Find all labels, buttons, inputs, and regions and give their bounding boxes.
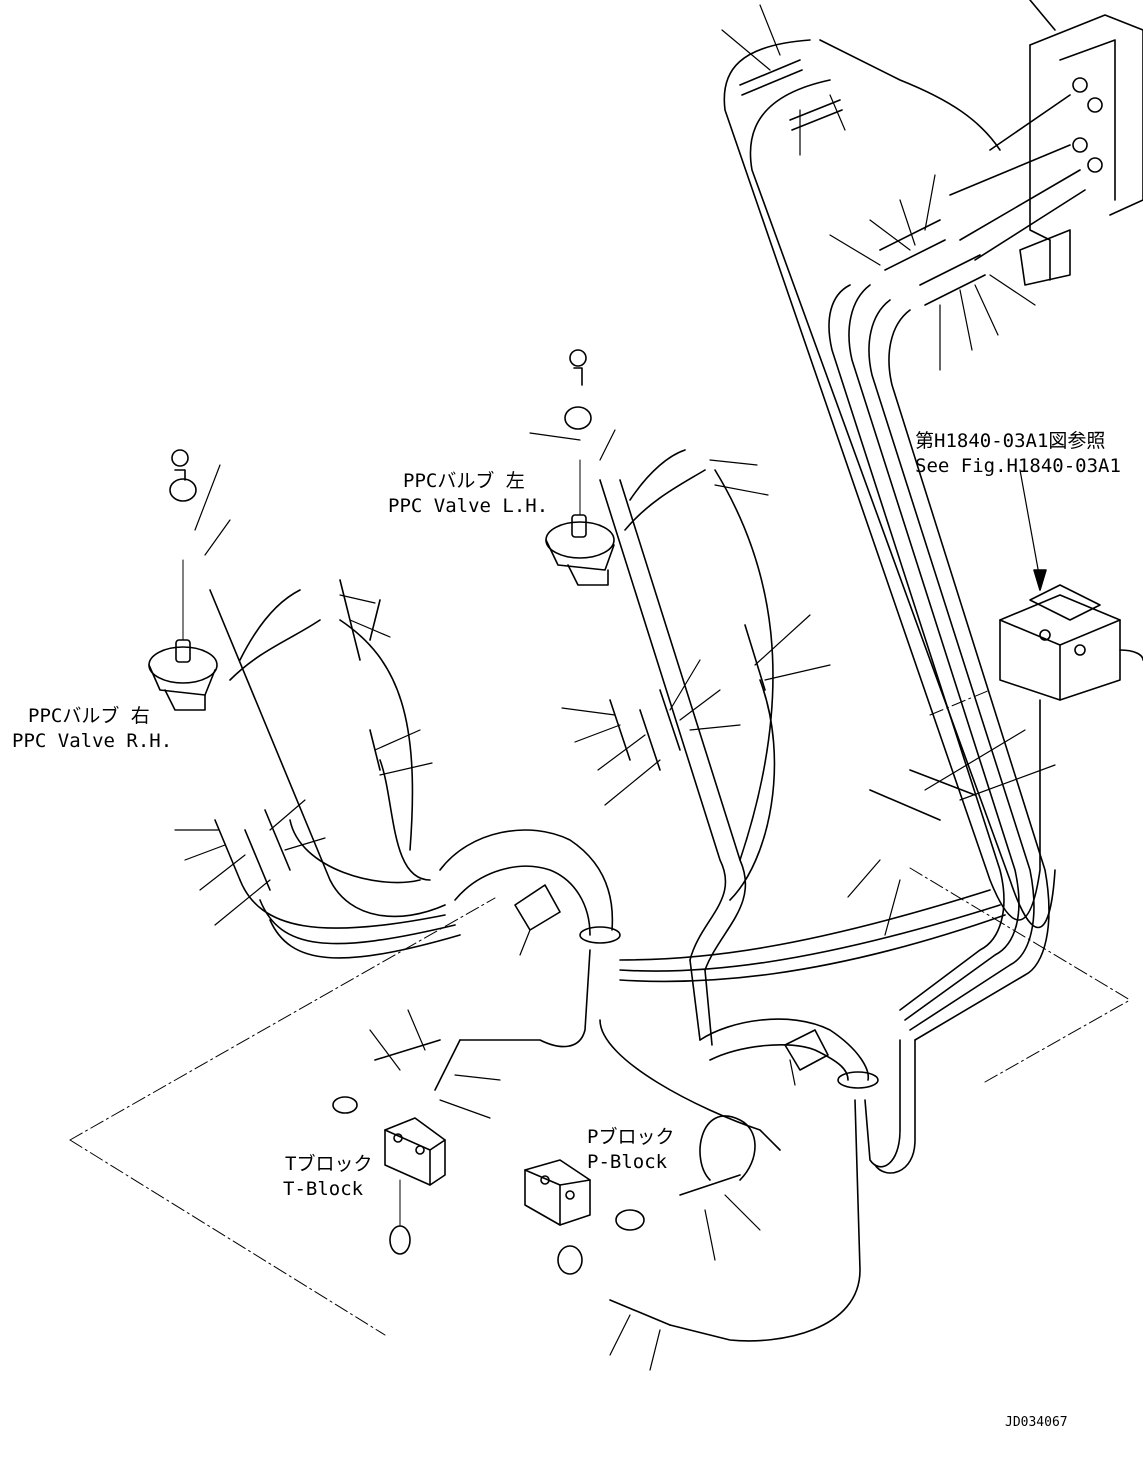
ppc-valve-rh-jp-label: PPCバルブ 右 bbox=[28, 705, 150, 727]
leader-lines bbox=[174, 4, 1056, 1371]
drawing-number: JD034067 bbox=[1005, 1415, 1068, 1430]
reference-jp-label: 第H1840-03A1図参照 bbox=[915, 430, 1106, 452]
t-block-en-label: T-Block bbox=[283, 1178, 364, 1200]
p-block-jp-label: Pブロック bbox=[587, 1126, 675, 1148]
ppc-valve-lh-en-label: PPC Valve L.H. bbox=[388, 495, 549, 517]
ppc-valve-lh-jp-label: PPCバルブ 左 bbox=[403, 470, 525, 492]
ppc-valve-lh-drawing bbox=[545, 349, 706, 586]
p-block-drawing bbox=[524, 1159, 645, 1275]
floor-outline bbox=[69, 689, 1131, 1336]
reference-en-label: See Fig.H1840-03A1 bbox=[915, 455, 1121, 477]
main-hose-bundle bbox=[723, 39, 1056, 1041]
block-hoses bbox=[459, 949, 916, 1342]
t-block-jp-label: Tブロック bbox=[285, 1153, 373, 1175]
left-valve-hoses bbox=[599, 469, 1006, 1046]
ppc-valve-rh-en-label: PPC Valve R.H. bbox=[12, 730, 173, 752]
control-valve-top-right bbox=[819, 0, 1143, 286]
control-valve-mid-right bbox=[999, 469, 1143, 701]
harness-sleeves bbox=[439, 829, 879, 1089]
t-block-drawing bbox=[332, 1096, 446, 1255]
p-block-en-label: P-Block bbox=[587, 1151, 668, 1173]
ppc-valve-rh-drawing bbox=[148, 449, 321, 711]
